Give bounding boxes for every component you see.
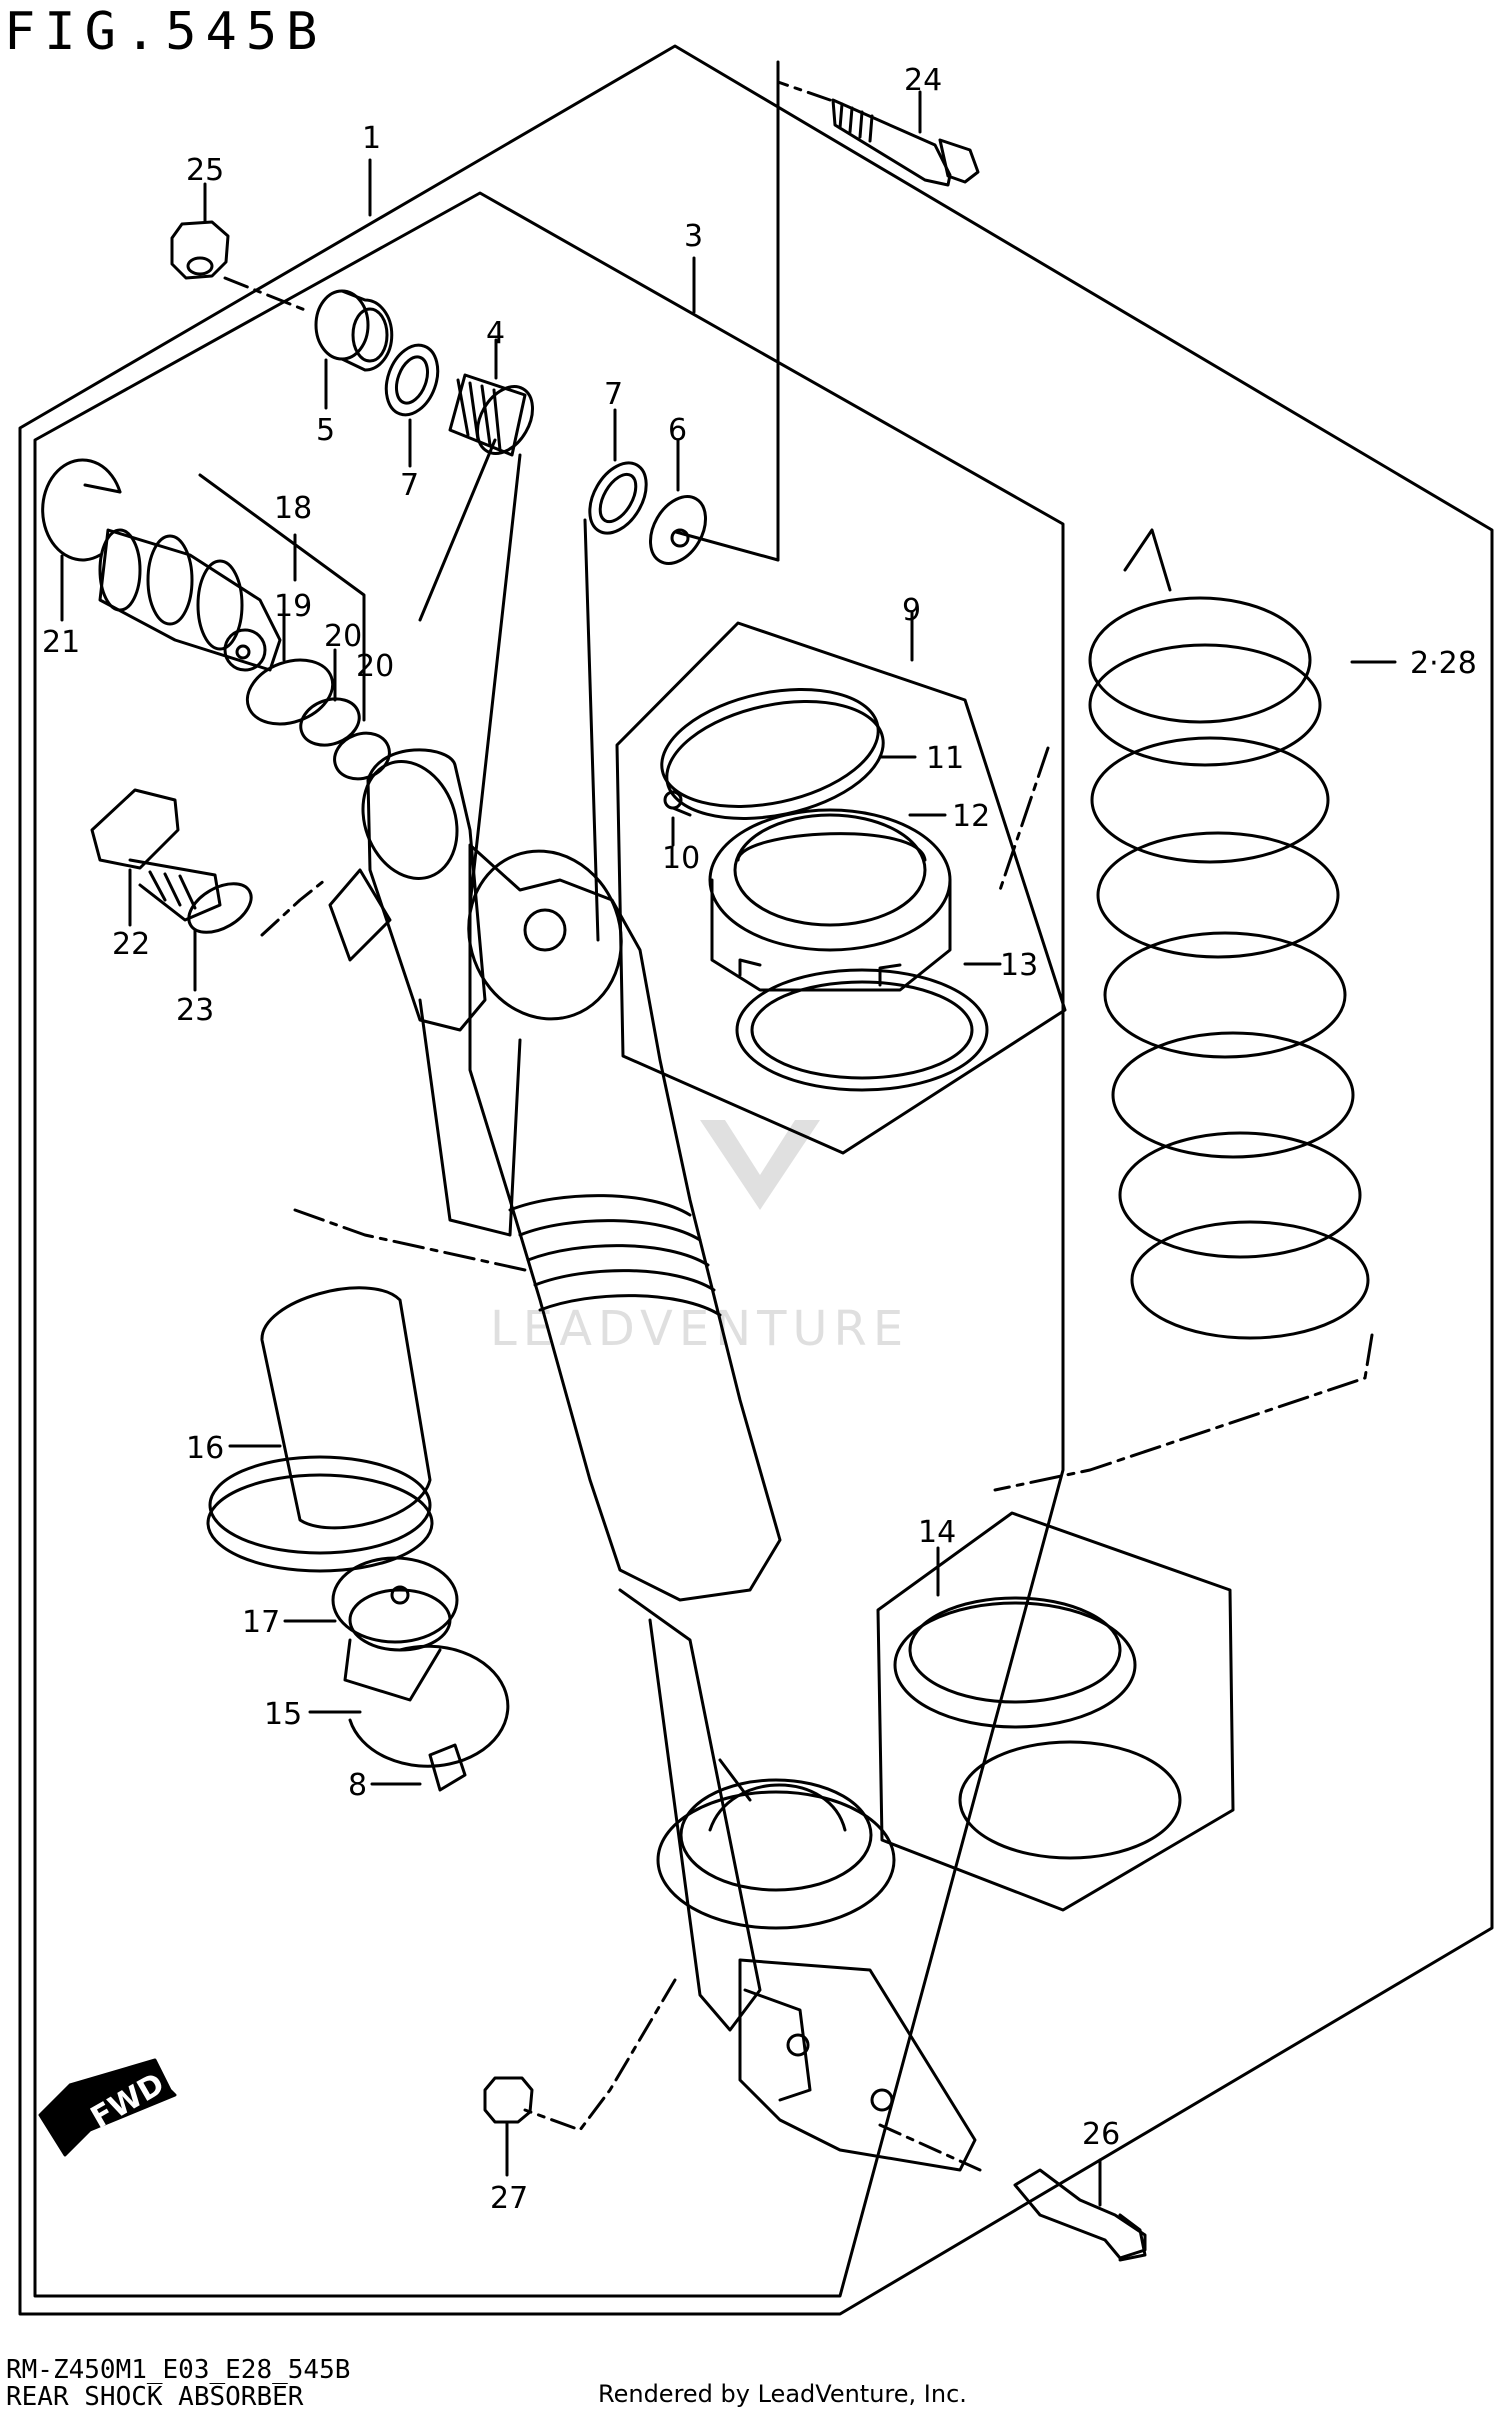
callout-4: 4 — [486, 316, 505, 351]
callout-15: 15 — [264, 1697, 302, 1732]
callout-9: 9 — [902, 593, 921, 628]
o-ring-20-a — [299, 697, 361, 747]
spring-seat-13 — [735, 968, 989, 1092]
render-credit: Rendered by LeadVenture, Inc. — [598, 2380, 967, 2408]
callout-7-right: 7 — [604, 377, 623, 412]
o-ring-20-b — [333, 731, 391, 781]
collar-5 — [314, 289, 394, 372]
figure-title: FIG.545B — [4, 2, 327, 62]
callout-3: 3 — [684, 219, 703, 254]
callout-25: 25 — [186, 153, 224, 188]
reservoir-cap-17 — [331, 1556, 459, 1702]
bolt-26 — [1013, 2168, 1147, 2262]
callout-20-b: 20 — [356, 649, 394, 684]
spring-seat-group-outline — [876, 1511, 1235, 1912]
callout-8: 8 — [348, 1768, 367, 1803]
callout-17: 17 — [242, 1605, 280, 1640]
watermark: LEADVENTURE — [490, 1120, 909, 1357]
callout-19: 19 — [274, 589, 312, 624]
bearing-4 — [448, 373, 534, 457]
callout-22: 22 — [112, 927, 150, 962]
callout-18: 18 — [274, 491, 312, 526]
callout-13: 13 — [1000, 948, 1038, 983]
washer-6 — [649, 495, 707, 565]
o-ring-19 — [245, 658, 335, 726]
callout-14: 14 — [918, 1515, 956, 1550]
bolt-24 — [831, 98, 980, 187]
callout-labels: 1 2·28 3 4 5 6 7 7 8 9 10 11 12 13 14 15… — [42, 63, 1477, 2216]
callout-11: 11 — [926, 741, 964, 776]
callout-24: 24 — [904, 63, 942, 98]
callout-27: 27 — [490, 2181, 528, 2216]
callout-23: 23 — [176, 993, 214, 1028]
outer-assembly-outline — [18, 44, 1494, 2316]
nut-25 — [170, 220, 230, 280]
callout-20-a: 20 — [324, 619, 362, 654]
callout-26: 26 — [1082, 2117, 1120, 2152]
lower-mount-clevis — [656, 1778, 977, 2172]
shock-body — [328, 748, 782, 2032]
oil-seal-7-right — [588, 461, 648, 535]
callout-10: 10 — [662, 841, 700, 876]
adjuster-group-outline — [615, 621, 1067, 1155]
reservoir-cap-16 — [206, 1286, 434, 1573]
circlip-21 — [41, 458, 122, 562]
inner-assembly-outline — [33, 191, 1065, 2298]
model-code: RM-Z450M1_E03_E28_545B — [6, 2355, 351, 2385]
callout-1: 1 — [362, 121, 381, 156]
callout-16: 16 — [186, 1431, 224, 1466]
callout-21: 21 — [42, 625, 80, 660]
watermark-text: LEADVENTURE — [490, 1301, 909, 1357]
adjuster-nut-12 — [708, 808, 952, 992]
oil-seal-7-left — [384, 343, 440, 417]
callout-6: 6 — [668, 413, 687, 448]
screw-10 — [663, 790, 692, 817]
nut-27 — [483, 2076, 534, 2124]
spring-seat-14 — [893, 1596, 1182, 1860]
callout-2-28: 2·28 — [1410, 646, 1477, 681]
valve-8 — [428, 1743, 467, 1792]
coil-spring-2 — [1088, 528, 1370, 1340]
circlip-15 — [348, 1644, 510, 1768]
bump-rubber-18 — [98, 528, 282, 672]
gasket-23 — [187, 882, 253, 934]
callout-5: 5 — [316, 413, 335, 448]
callout-12: 12 — [952, 799, 990, 834]
callout-7-left: 7 — [400, 468, 419, 503]
plug-bolt-22 — [90, 788, 222, 922]
fwd-direction-arrow: FWD — [38, 2058, 177, 2157]
section-name: REAR SHOCK ABSORBER — [6, 2382, 304, 2412]
